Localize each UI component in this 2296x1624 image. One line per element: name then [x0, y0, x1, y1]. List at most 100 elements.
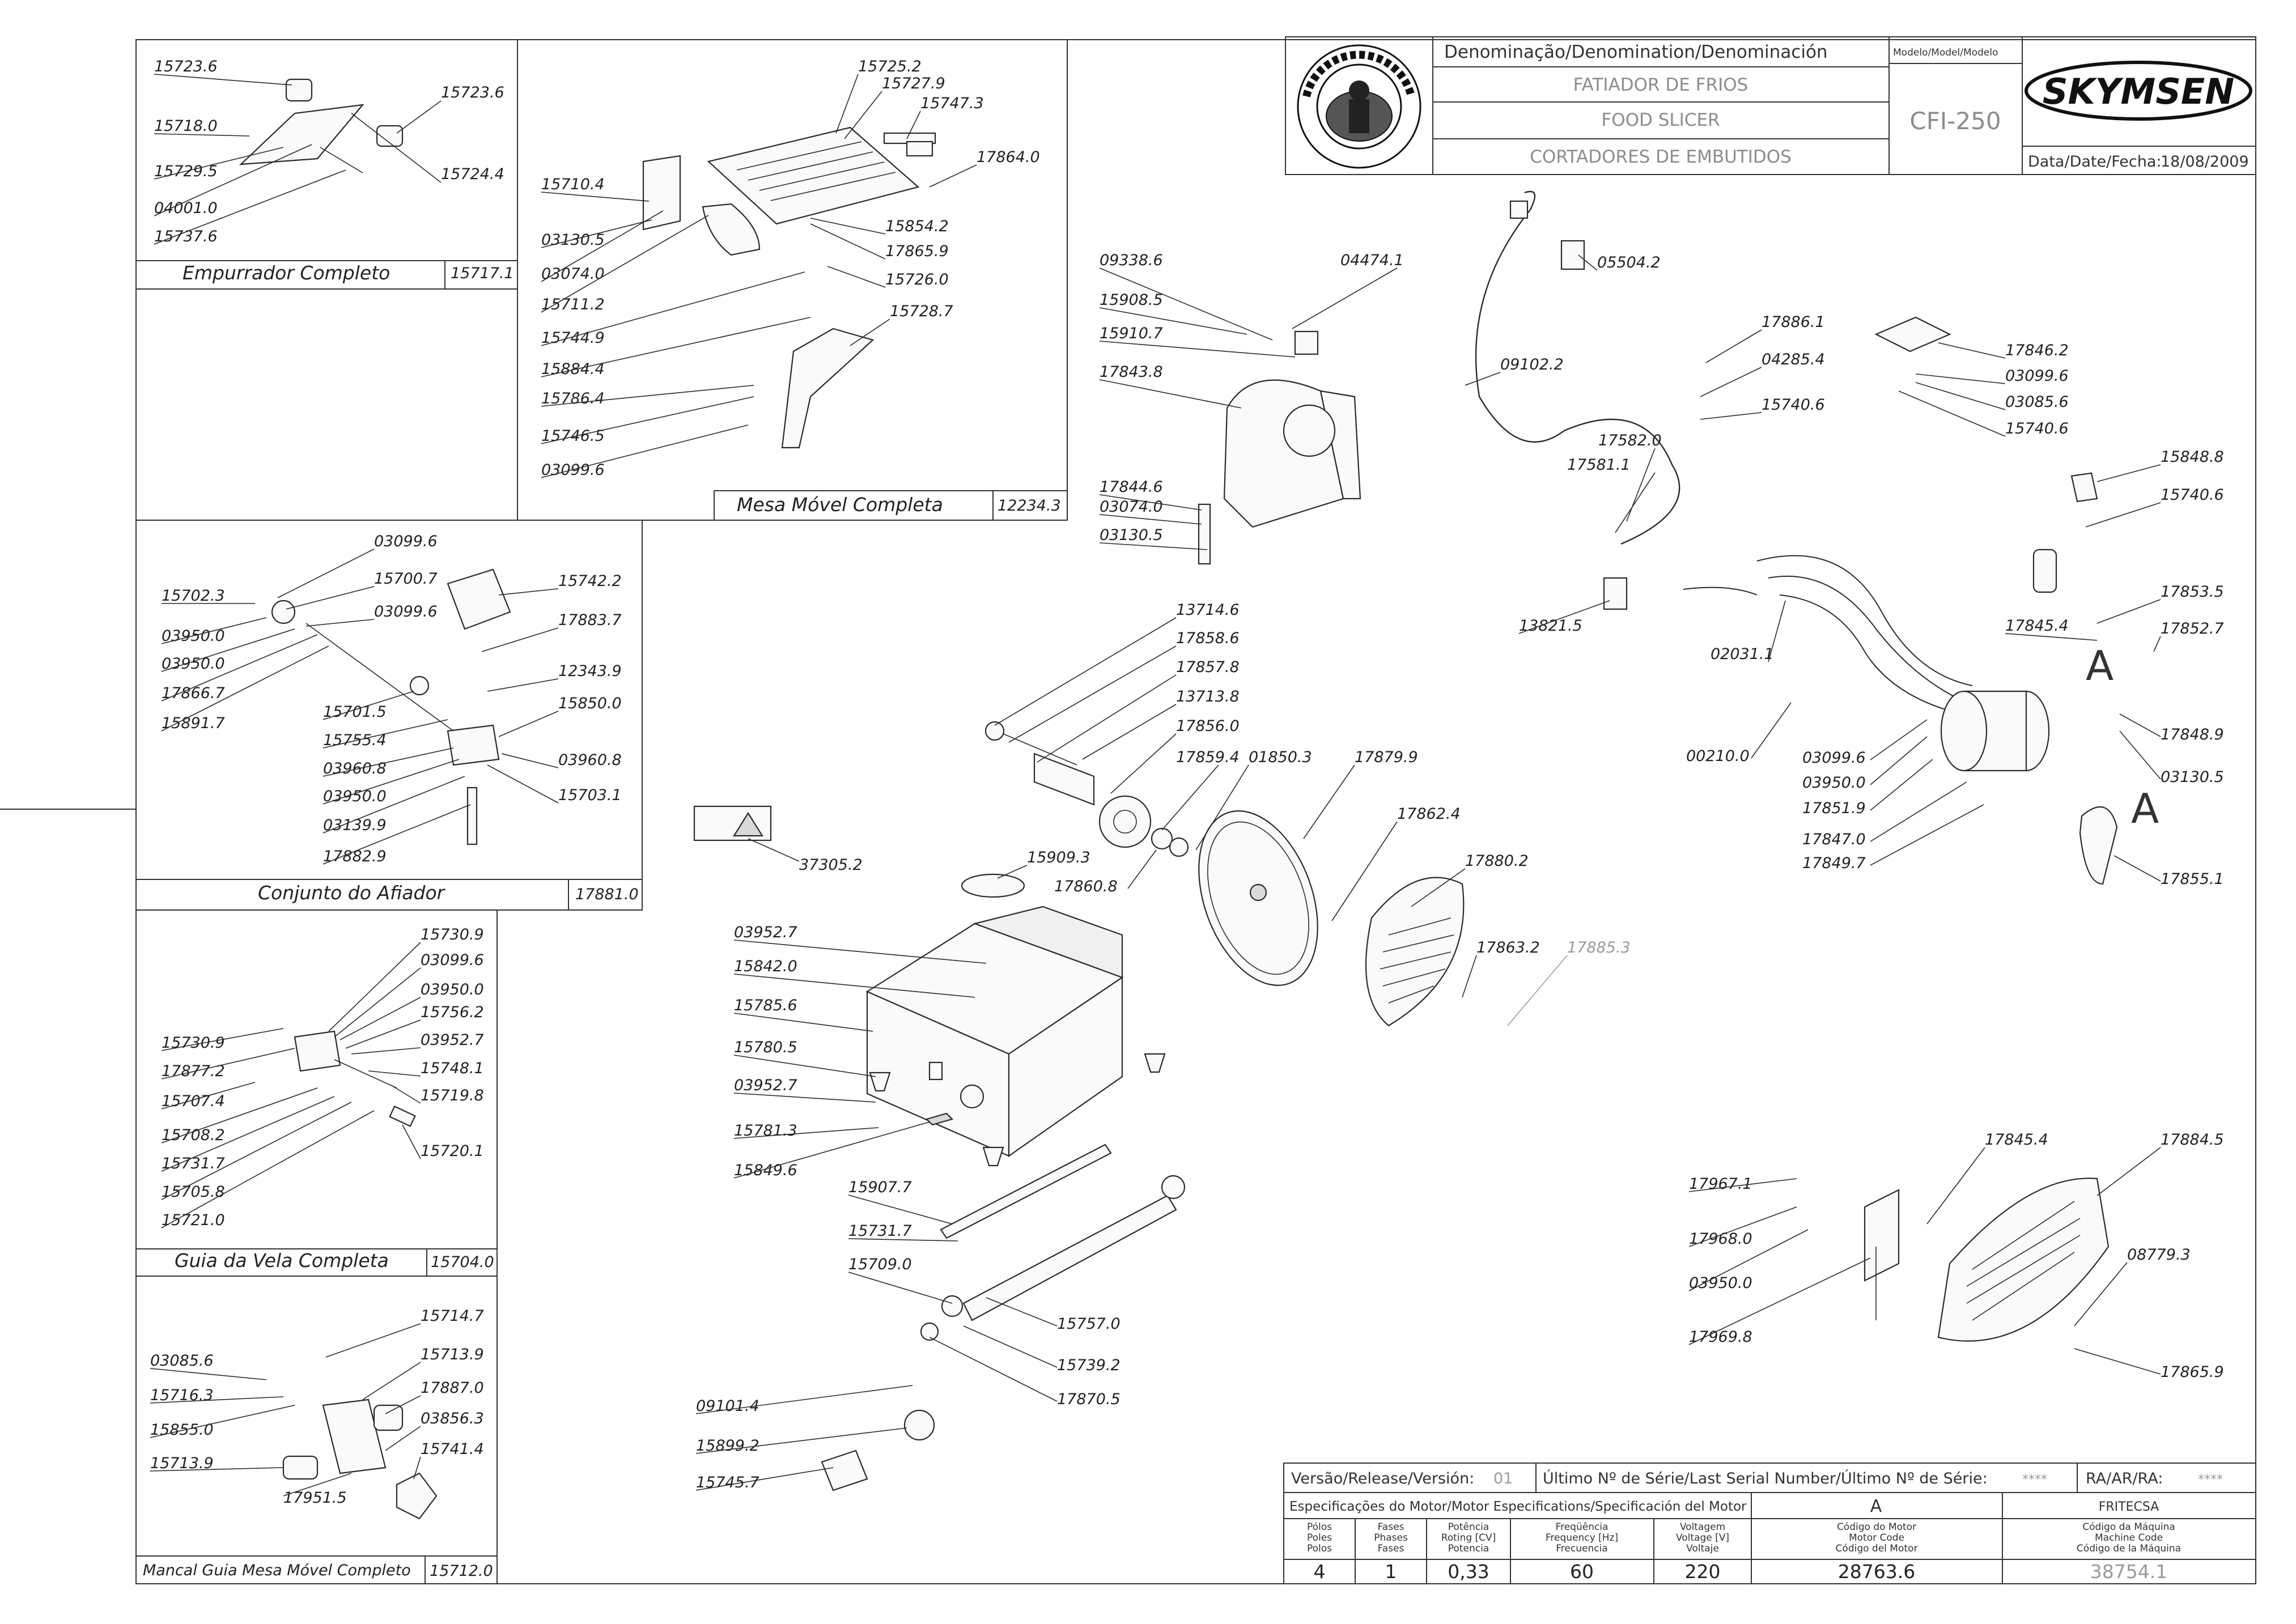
svg-text:220: 220 — [1685, 1561, 1721, 1583]
part-label: 17883.7 — [558, 611, 622, 629]
part-label: 15747.3 — [920, 95, 984, 112]
svg-text:Machine Code: Machine Code — [2095, 1532, 2163, 1544]
part-label: 17856.0 — [1176, 717, 1240, 735]
part-label: 03074.0 — [541, 265, 605, 283]
product-name-en: FOOD SLICER — [1601, 110, 1720, 130]
product-name-es: CORTADORES DE EMBUTIDOS — [1530, 147, 1792, 167]
part-label: 17858.6 — [1176, 630, 1240, 647]
part-label: 08779.3 — [2127, 1246, 2191, 1264]
part-label: 17582.0 — [1598, 432, 1662, 449]
part-label: 15737.6 — [154, 228, 218, 245]
svg-text:Código da Máquina: Código da Máquina — [2082, 1521, 2175, 1533]
title-block: Denominação/Denomination/Denominación Mo… — [1285, 36, 2256, 175]
part-label: 03856.3 — [421, 1410, 484, 1427]
part-label: 15781.3 — [734, 1122, 797, 1140]
part-label: 15744.9 — [541, 329, 605, 347]
part-label: 17581.1 — [1567, 456, 1631, 474]
svg-text:Código do Motor: Código do Motor — [1837, 1521, 1916, 1533]
part-label: 17853.5 — [2161, 583, 2224, 601]
part-label: 17845.4 — [2005, 617, 2069, 635]
part-label: 15908.5 — [1100, 291, 1163, 309]
part-label: 17880.2 — [1465, 852, 1529, 870]
part-label: 03952.7 — [734, 924, 797, 941]
part-label: 15701.5 — [323, 703, 387, 721]
part-label: 15746.5 — [541, 427, 605, 445]
svg-text:60: 60 — [1570, 1561, 1594, 1583]
part-label: 03130.5 — [2161, 768, 2224, 786]
part-label: 03950.0 — [421, 981, 484, 998]
part-label: 15785.6 — [734, 997, 797, 1014]
part-label: 15724.4 — [441, 165, 504, 183]
part-label: 17849.7 — [1802, 854, 1866, 872]
spec-column: Potência Roting [CV] Potencia 0,33 — [1441, 1521, 1496, 1583]
part-label: 15728.7 — [890, 303, 953, 320]
part-label: 17851.9 — [1802, 800, 1866, 817]
part-label: 15757.0 — [1057, 1315, 1121, 1333]
part-label: 03130.5 — [1100, 526, 1163, 544]
svg-text:Código de la Máquina: Código de la Máquina — [2077, 1543, 2181, 1554]
part-label: 15884.4 — [541, 360, 605, 378]
part-label: 17843.8 — [1100, 363, 1163, 381]
spec-column: Código da Máquina Machine Code Código de… — [2077, 1521, 2181, 1583]
part-label: 03952.7 — [734, 1077, 797, 1094]
motor-marker: A — [2131, 785, 2159, 832]
svg-text:Frequency [Hz]: Frequency [Hz] — [1546, 1532, 1618, 1544]
svg-text:Roting [CV]: Roting [CV] — [1441, 1532, 1496, 1544]
part-label: 17859.4 — [1176, 749, 1240, 766]
group-code: 15704.0 — [431, 1253, 494, 1271]
part-label: 13821.5 — [1519, 617, 1582, 635]
part-label: 17844.6 — [1100, 478, 1163, 496]
skymsen-logo: SKYMSEN — [2025, 61, 2252, 121]
part-label: 03950.0 — [1689, 1274, 1752, 1292]
part-label: 15711.2 — [541, 296, 605, 313]
spec-column: Voltagem Voltage [V] Voltaje 220 — [1676, 1521, 1729, 1583]
spec-column: Pólos Poles Polos 4 — [1307, 1521, 1332, 1583]
spec-column: Freqüência Frequency [Hz] Frecuencia 60 — [1546, 1521, 1618, 1583]
part-label: 15730.9 — [421, 926, 484, 943]
part-label: 03099.6 — [2005, 367, 2069, 385]
part-label: 17865.9 — [885, 243, 949, 260]
svg-text:Fases: Fases — [1378, 1543, 1404, 1554]
group-code: 12234.3 — [998, 497, 1061, 515]
product-name-pt: FATIADOR DE FRIOS — [1573, 75, 1748, 95]
part-label: 15700.7 — [374, 570, 438, 588]
ra-value: **** — [2198, 1473, 2223, 1487]
part-label: 15786.4 — [541, 390, 605, 407]
part-label: 15850.0 — [558, 695, 622, 712]
part-label: 17870.5 — [1057, 1391, 1121, 1408]
svg-text:Poles: Poles — [1307, 1532, 1332, 1544]
part-label: 03099.6 — [1802, 749, 1866, 767]
part-label: 12343.9 — [558, 662, 622, 680]
part-label: 03952.7 — [421, 1031, 484, 1049]
part-label: 15718.0 — [154, 117, 218, 135]
part-label: 15849.6 — [734, 1162, 797, 1179]
part-illustrations — [239, 78, 2118, 1520]
part-label: 15723.6 — [154, 58, 218, 75]
part-label: 03099.6 — [421, 951, 484, 969]
part-label: 15855.0 — [150, 1421, 214, 1439]
svg-text:38754.1: 38754.1 — [2090, 1561, 2167, 1583]
motor-marker: A — [2086, 642, 2113, 690]
part-label: 15726.0 — [885, 271, 949, 288]
svg-text:Polos: Polos — [1307, 1543, 1332, 1554]
part-label: 17852.7 — [2161, 620, 2224, 637]
svg-text:Potência: Potência — [1448, 1521, 1489, 1533]
part-label: 17885.3 — [1567, 939, 1631, 956]
svg-text:Frecuencia: Frecuencia — [1556, 1543, 1607, 1554]
svg-text:1: 1 — [1385, 1561, 1397, 1583]
version-label: Versão/Release/Versión: — [1291, 1470, 1474, 1487]
part-label: 17857.8 — [1176, 658, 1240, 676]
part-label: 03099.6 — [374, 603, 438, 620]
part-label: 04285.4 — [1762, 351, 1825, 368]
part-label: 15702.3 — [162, 587, 225, 605]
date-value: 18/08/2009 — [2161, 153, 2249, 171]
motor-letter: A — [1870, 1497, 1882, 1516]
part-label: 15910.7 — [1100, 325, 1163, 342]
part-label: 17860.8 — [1054, 878, 1118, 895]
ra-label: RA/AR/RA: — [2086, 1470, 2163, 1487]
part-label: 15742.2 — [558, 572, 622, 590]
part-label: 03950.0 — [162, 655, 225, 673]
part-label: 17969.8 — [1689, 1328, 1752, 1346]
svg-text:Pólos: Pólos — [1307, 1521, 1332, 1533]
part-label: 17882.9 — [323, 848, 387, 865]
